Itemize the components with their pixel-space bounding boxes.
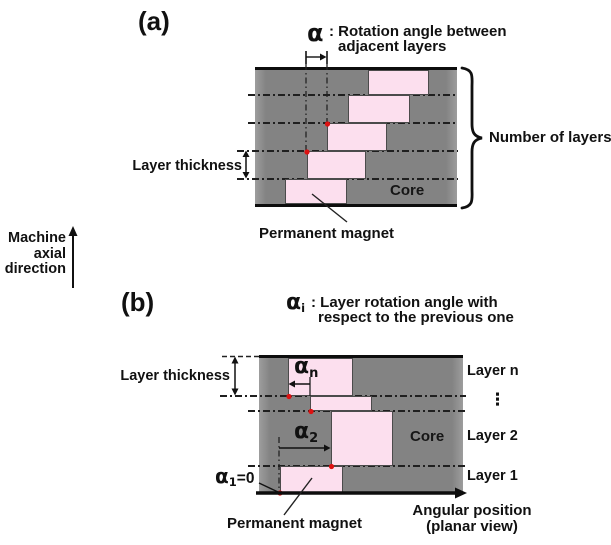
- core-label-b: Core: [410, 428, 445, 445]
- magnet-a-layer2: [307, 151, 366, 179]
- alpha-n-label: αn: [294, 354, 319, 381]
- magnet-a-layer1: [285, 179, 347, 204]
- alpha-note-b-line1: : Layer rotation angle with: [311, 294, 498, 311]
- alpha-symbol-a: α: [307, 19, 324, 47]
- alpha-note-a-line1: : Rotation angle between: [329, 23, 507, 40]
- angular-position-line2: (planar view): [426, 517, 518, 535]
- alpha-1-label: α1=0: [215, 464, 255, 489]
- layer-thickness-label-a: Layer thickness: [132, 158, 242, 174]
- machine-axial-line1: Machine: [7, 230, 66, 246]
- magnet-label-b: Permanent magnet: [227, 515, 363, 532]
- alpha-2-label: α2: [294, 419, 319, 446]
- magnet-b-layer-n: [288, 358, 353, 396]
- dim-arrowhead-a: [320, 53, 327, 61]
- thickness-arrow-up-b: [231, 356, 239, 364]
- layer-n-label: Layer n: [467, 363, 519, 379]
- angular-position-label: Angular position (planar view): [406, 503, 538, 534]
- machine-axial-label: Machine axial direction: [0, 230, 66, 278]
- magnet-b-layer-mid: [310, 396, 372, 411]
- alpha-note-a-line2: adjacent layers: [338, 38, 447, 55]
- layer-boundary-b-3: [248, 465, 466, 467]
- alpha-i-symbol: αi: [286, 290, 306, 315]
- panel-b-label: (b): [121, 287, 155, 317]
- magnet-a-layer5: [368, 70, 429, 95]
- number-of-layers-label: Number of layers: [489, 129, 611, 146]
- layer-2-label: Layer 2: [467, 428, 518, 444]
- magnet-a-layer3: [327, 123, 387, 151]
- machine-axial-line3: direction: [4, 261, 66, 277]
- magnet-b-layer2: [331, 411, 393, 466]
- machine-axial-line2: axial: [33, 245, 66, 262]
- alpha-note-a: : Rotation angle between adjacent layers: [329, 24, 507, 54]
- magnet-a-layer4: [348, 95, 410, 123]
- panel-a-label: (a): [138, 6, 170, 36]
- machine-axial-arrowhead: [68, 226, 78, 236]
- alpha-note-b-line2: respect to the previous one: [318, 309, 514, 326]
- layer-dots: ⋮: [489, 390, 506, 410]
- layers-brace: [460, 66, 483, 210]
- layer-boundary-a-4: [237, 178, 458, 180]
- magnet-b-layer1: [280, 466, 343, 493]
- layer-thickness-label-b: Layer thickness: [120, 368, 230, 384]
- angular-position-line1: Angular position: [412, 502, 532, 519]
- alpha-note-b: : Layer rotation angle with respect to t…: [311, 295, 514, 325]
- core-label-a: Core: [390, 182, 425, 199]
- layer-1-label: Layer 1: [467, 468, 518, 484]
- magnet-label-a: Permanent magnet: [259, 225, 395, 242]
